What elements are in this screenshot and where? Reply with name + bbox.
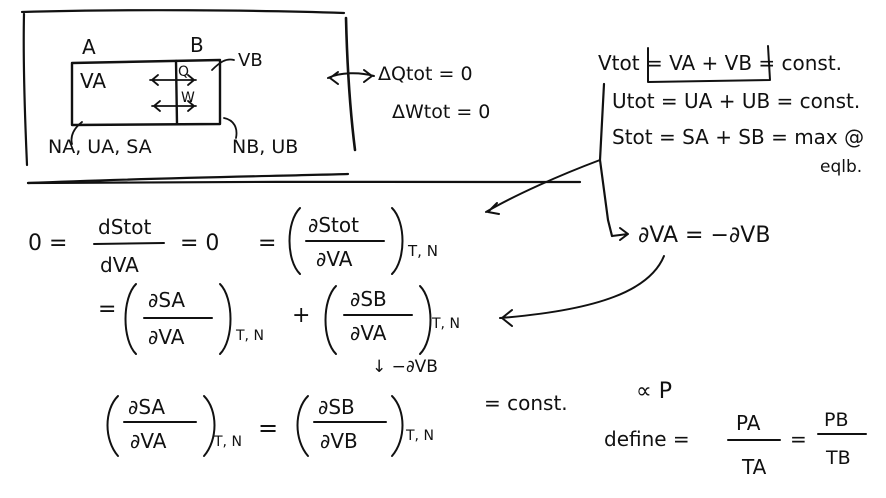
line1-partial-num: ∂Stot xyxy=(308,213,359,237)
line2-paren1-right xyxy=(219,283,232,355)
label-na-ua-sa: NA, UA, SA xyxy=(48,136,152,158)
line2-sub-note: ↓ −∂VB xyxy=(372,357,438,377)
work-constraint: ΔWtot = 0 xyxy=(392,101,490,123)
line3-sub1: T, N xyxy=(213,434,242,450)
line3-eq: = xyxy=(258,414,278,442)
line2-term2-num: ∂SB xyxy=(350,287,387,311)
box-outline xyxy=(70,58,222,127)
line2-term2-den: ∂VA xyxy=(350,321,387,345)
line1-frac-bar xyxy=(93,242,165,245)
line1-eq: = xyxy=(258,231,276,256)
line3-const: = const. xyxy=(484,391,568,415)
partition-wall xyxy=(174,59,179,126)
line1-frac-num: dStot xyxy=(98,215,151,239)
line1-paren-left xyxy=(288,207,301,275)
entropy-note: eqlb. xyxy=(820,157,862,177)
heat-constraint: ΔQtot = 0 xyxy=(378,63,473,85)
line1-frac-den: dVA xyxy=(100,253,139,277)
label-b: B xyxy=(190,33,204,57)
volume-constraint: Vtot = VA + VB = const. xyxy=(598,51,842,75)
line3-term2-den: ∂VB xyxy=(320,429,358,453)
line2-plus: + xyxy=(292,303,310,328)
eq-small: = xyxy=(790,427,807,451)
dv-to-line2-arrow xyxy=(499,255,665,327)
line3-sub2: T, N xyxy=(405,428,434,444)
pa-label: PA xyxy=(736,411,761,435)
label-q: Q xyxy=(178,64,189,80)
nb-pointer xyxy=(223,117,238,139)
line1-sub: T, N xyxy=(407,242,438,260)
dv-relation: ∂VA = −∂VB xyxy=(638,223,770,248)
line3-paren2-left xyxy=(296,395,309,457)
box-around-va-vb xyxy=(647,45,771,83)
ta-label: TA xyxy=(741,455,767,479)
line1-eq0: = 0 xyxy=(180,231,219,256)
label-vb: VB xyxy=(238,50,263,71)
label-nb-ub: NB, UB xyxy=(232,136,298,158)
line2-sub1: T, N xyxy=(235,328,264,344)
line2-eq: = xyxy=(98,297,116,322)
line2-paren2-right xyxy=(419,285,432,355)
line3-paren1-right xyxy=(203,395,216,457)
w-arrow xyxy=(151,100,197,112)
line3-paren1-left xyxy=(106,395,119,457)
frame-left-line xyxy=(22,12,29,167)
energy-constraint: Utot = UA + UB = const. xyxy=(612,89,860,113)
arrow-to-dv xyxy=(611,227,629,241)
q-arrow xyxy=(149,74,197,86)
label-w: W xyxy=(181,90,195,106)
section-divider xyxy=(26,180,582,185)
frame-right-line xyxy=(344,16,357,152)
arrow-to-derivation xyxy=(485,159,601,215)
line2-paren1-left xyxy=(124,283,137,355)
na-pointer xyxy=(70,121,83,145)
line3-paren2-right xyxy=(391,395,404,457)
line2-term1-den: ∂VA xyxy=(148,325,185,349)
entropy-constraint: Stot = SA + SB = max @ xyxy=(612,125,864,149)
wall-double-arrow xyxy=(327,69,375,85)
line1-paren-right xyxy=(391,207,404,275)
tb-label: TB xyxy=(825,447,851,469)
constraint-bracket xyxy=(598,82,614,238)
define-label: define = xyxy=(604,427,690,451)
pb-label: PB xyxy=(824,409,849,431)
proportional-p: ∝ P xyxy=(636,379,672,404)
label-va: VA xyxy=(80,69,106,93)
line2-paren2-left xyxy=(324,285,337,355)
vb-pointer xyxy=(211,58,235,71)
line1-partial-den: ∂VA xyxy=(316,247,353,271)
label-a: A xyxy=(82,35,96,59)
line3-term1-den: ∂VA xyxy=(130,429,167,453)
frame-bottom-line xyxy=(26,172,350,185)
line3-term2-num: ∂SB xyxy=(318,395,355,419)
line1-lhs: 0 = xyxy=(28,231,67,256)
line2-term1-num: ∂SA xyxy=(148,288,185,312)
line3-term1-num: ∂SA xyxy=(128,395,165,419)
line2-sub2: T, N xyxy=(431,316,460,332)
frame-top-line xyxy=(20,9,346,15)
